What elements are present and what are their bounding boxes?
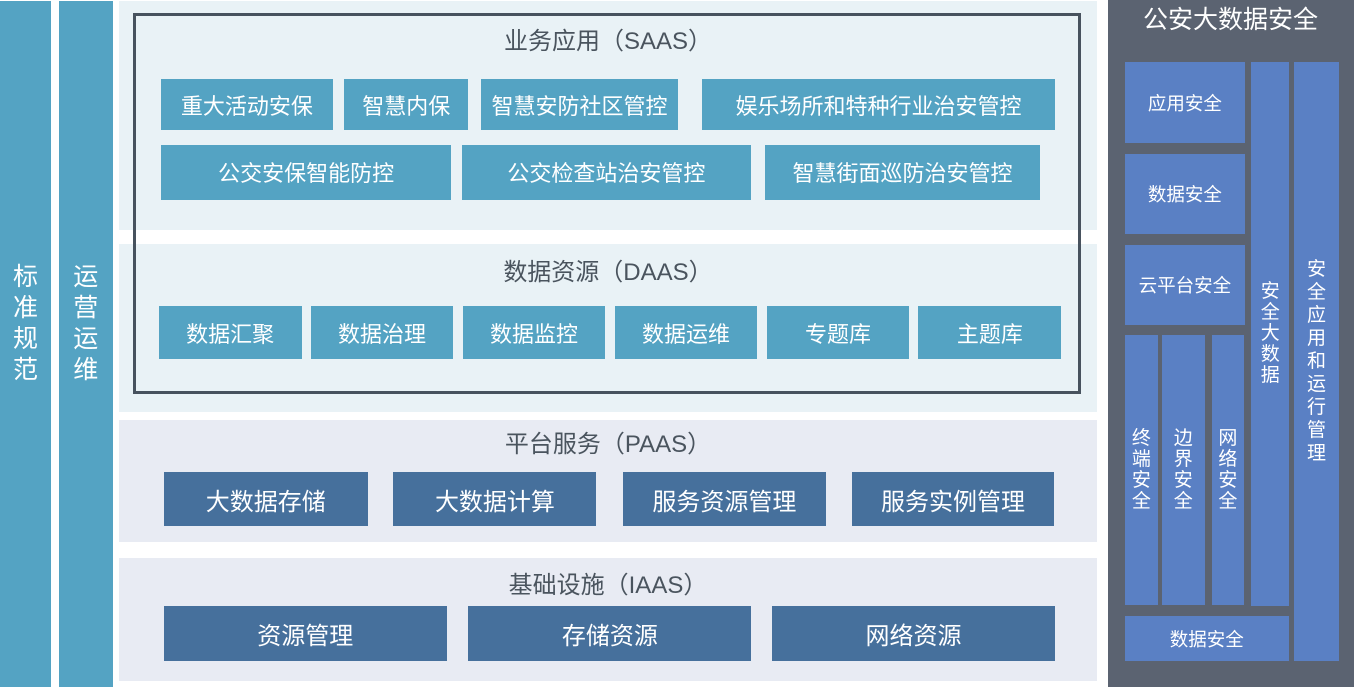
security-column-boundary-security: 边界安全 xyxy=(1161,335,1205,605)
security-column-terminal-security: 终端安全 xyxy=(1124,335,1158,605)
paas-layer-title: 平台服务（PAAS） xyxy=(504,431,712,458)
saas-block-bus-security-smart-control: 公交安保智能防控 xyxy=(160,144,452,200)
daas-block-data-governance: 数据治理 xyxy=(310,305,454,360)
saas-block-entertainment-industry-control: 娱乐场所和特种行业治安管控 xyxy=(701,78,1056,131)
security-block-bottom-data-security: 数据安全 xyxy=(1124,616,1289,662)
daas-layer-title: 数据资源（DAAS） xyxy=(503,259,713,286)
paas-block-big-data-storage: 大数据存储 xyxy=(163,472,368,526)
saas-block-smart-community-control: 智慧安防社区管控 xyxy=(481,78,678,131)
security-column-security-big-data-label: 安全大数据 xyxy=(1260,281,1280,387)
security-column-boundary-security-label: 边界安全 xyxy=(1173,428,1193,512)
security-panel-title: 公安大数据安全 xyxy=(1142,6,1318,34)
security-column-terminal-security-label: 终端安全 xyxy=(1131,428,1151,512)
security-column-network-security-label: 网络安全 xyxy=(1218,428,1238,512)
iaas-block-network-resources: 网络资源 xyxy=(771,605,1056,661)
daas-block-theme-library: 主题库 xyxy=(918,305,1062,360)
daas-block-data-aggregation: 数据汇聚 xyxy=(158,305,302,360)
saas-layer-title: 业务应用（SAAS） xyxy=(503,28,713,55)
security-block-application-security: 应用安全 xyxy=(1124,62,1245,144)
iaas-layer-title: 基础设施（IAAS） xyxy=(508,572,708,599)
security-block-data-security: 数据安全 xyxy=(1124,153,1245,235)
paas-block-service-resource-management: 服务资源管理 xyxy=(622,472,826,526)
standards-bar-label: 标准规范 xyxy=(13,263,39,384)
standards-bar: 标准规范 xyxy=(0,1,51,687)
saas-block-major-event-security: 重大活动安保 xyxy=(160,78,333,131)
saas-block-smart-street-patrol-control: 智慧街面巡防治安管控 xyxy=(764,144,1041,200)
iaas-block-storage-resources: 存储资源 xyxy=(468,605,752,661)
security-column-security-app-operation-mgmt-label: 安全应用和运行管理 xyxy=(1306,259,1326,465)
saas-block-smart-internal-security: 智慧内保 xyxy=(344,78,469,131)
saas-daas-outline-box xyxy=(133,13,1081,394)
security-column-security-app-operation-mgmt: 安全应用和运行管理 xyxy=(1294,62,1339,662)
operations-bar-label: 运营运维 xyxy=(73,263,99,384)
paas-block-big-data-computing: 大数据计算 xyxy=(393,472,597,526)
security-column-security-big-data: 安全大数据 xyxy=(1251,62,1290,606)
security-column-network-security: 网络安全 xyxy=(1211,335,1245,605)
daas-block-special-topic-library: 专题库 xyxy=(766,305,910,360)
operations-bar: 运营运维 xyxy=(58,1,113,687)
paas-block-service-instance-management: 服务实例管理 xyxy=(852,472,1054,526)
iaas-block-resource-management: 资源管理 xyxy=(163,605,447,661)
security-block-cloud-platform-security: 云平台安全 xyxy=(1124,244,1245,325)
saas-block-bus-checkpoint-control: 公交检查站治安管控 xyxy=(461,144,751,200)
daas-block-data-operations: 数据运维 xyxy=(614,305,758,360)
daas-block-data-monitoring: 数据监控 xyxy=(462,305,606,360)
